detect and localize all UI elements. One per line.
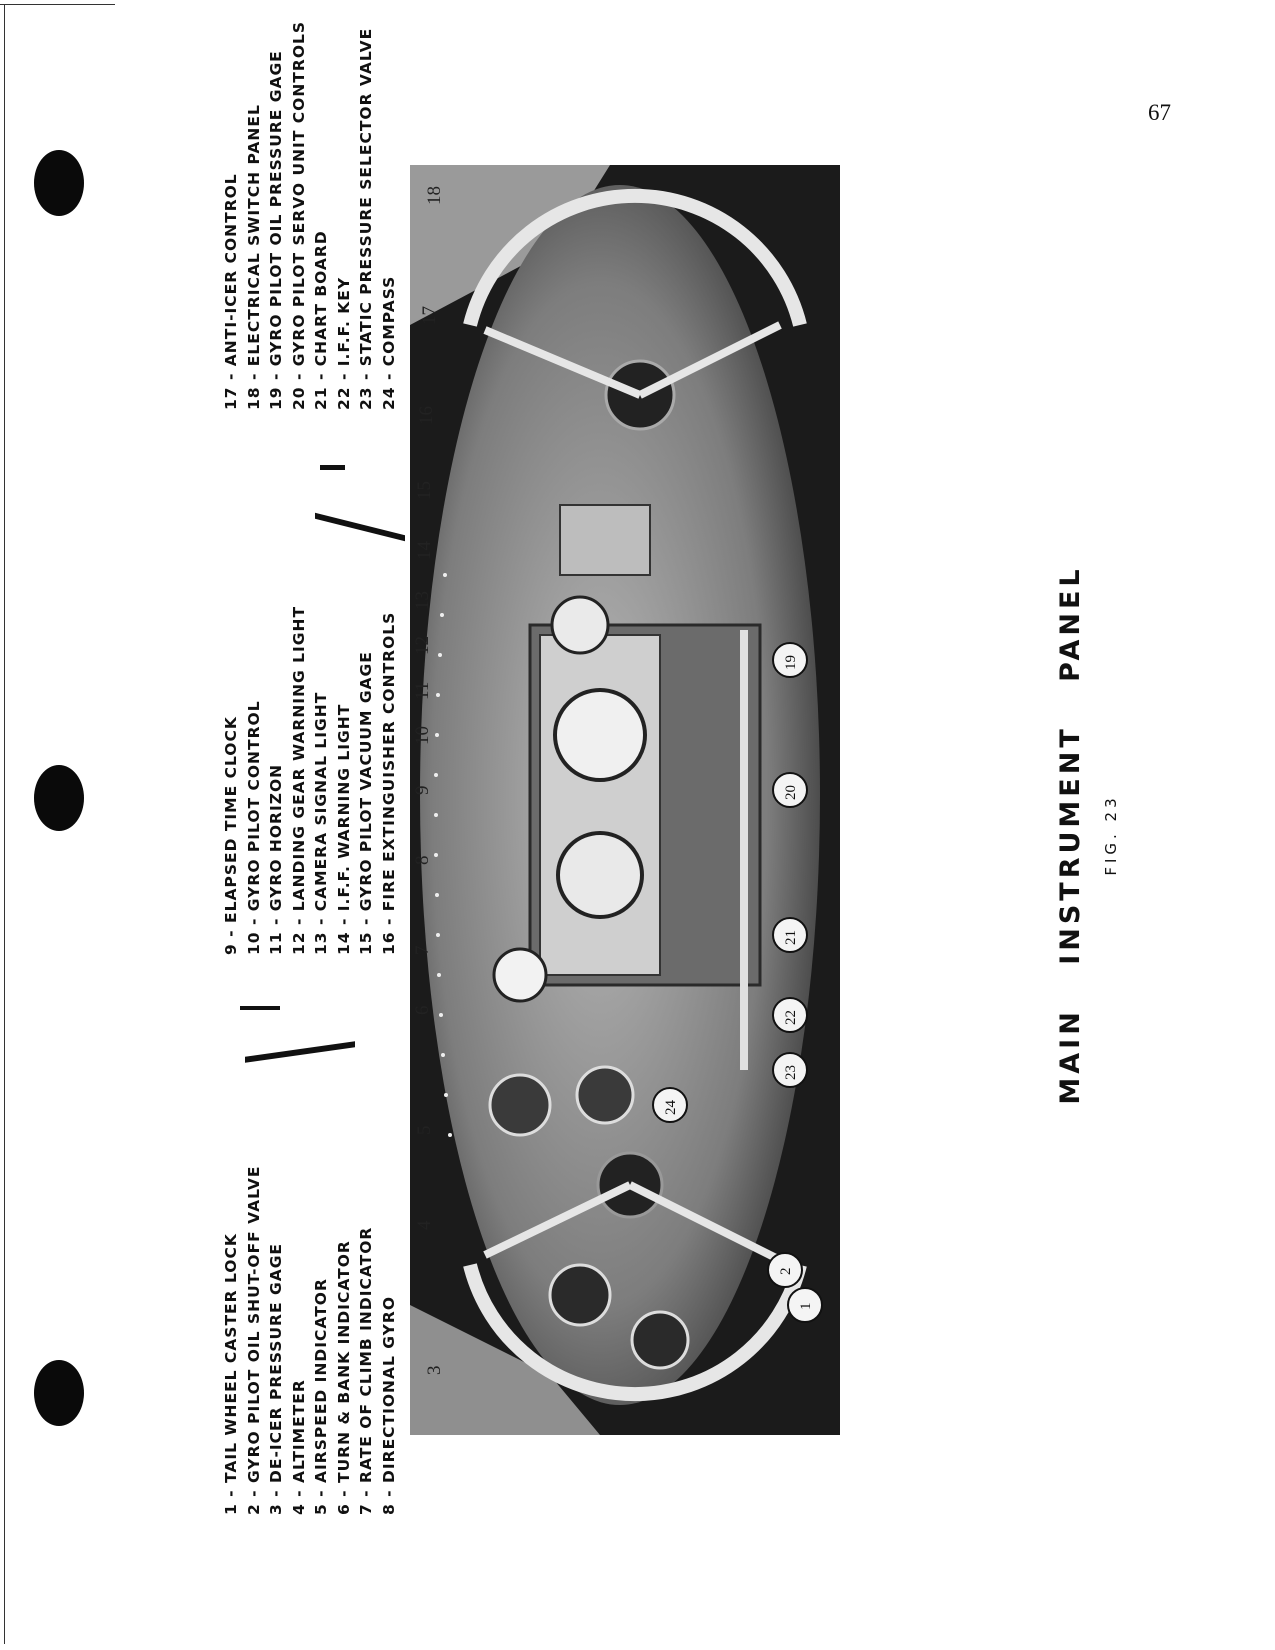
callouts-circled: 1 2 24 23 22 21 20 19 bbox=[652, 642, 823, 1323]
callout-circled: 22 bbox=[783, 1010, 799, 1025]
legend-item: 13 - CAMERA SIGNAL LIGHT bbox=[312, 691, 330, 955]
legend-bracket bbox=[320, 465, 345, 470]
callout-number: 4 bbox=[414, 1220, 435, 1230]
instrument-panel-illustration: 3 4 5 6 7 8 9 10 11 12 13 14 15 16 17 18 bbox=[410, 165, 840, 1435]
page-edge-left bbox=[4, 4, 5, 1644]
binder-hole-bottom bbox=[34, 1360, 84, 1426]
legend-item: 10 - GYRO PILOT CONTROL bbox=[244, 700, 263, 955]
callout-number: 17 bbox=[419, 306, 440, 325]
binder-hole-top bbox=[34, 150, 84, 216]
binder-hole-middle bbox=[34, 765, 84, 831]
callout-number: 5 bbox=[414, 1126, 435, 1136]
legend-right: 17 - ANTI-ICER CONTROL 18 - ELECTRICAL S… bbox=[220, 21, 400, 410]
legend-item: 15 - GYRO PILOT VACUUM GAGE bbox=[357, 651, 375, 955]
callout-number: 18 bbox=[424, 186, 445, 205]
page-number: 67 bbox=[1148, 100, 1171, 125]
legend-bracket bbox=[245, 1041, 355, 1063]
legend-item: 9 - ELAPSED TIME CLOCK bbox=[222, 716, 240, 955]
legend-item: 7 - RATE OF CLIMB INDICATOR bbox=[357, 1226, 375, 1515]
callout-number: 12 bbox=[412, 636, 433, 655]
callout-number: 8 bbox=[412, 856, 433, 866]
legend-item: 2 - GYRO PILOT OIL SHUT-OFF VALVE bbox=[244, 1165, 263, 1515]
callout-circled: 20 bbox=[783, 785, 799, 800]
legend-middle: 9 - ELAPSED TIME CLOCK 10 - GYRO PILOT C… bbox=[220, 606, 400, 955]
callout-number: 11 bbox=[412, 682, 433, 700]
legend-item: 6 - TURN & BANK INDICATOR bbox=[334, 1240, 353, 1515]
instrument-panel-photo: 3 4 5 6 7 8 9 10 11 12 13 14 15 16 17 18 bbox=[410, 165, 840, 1435]
legend-item: 19 - GYRO PILOT OIL PRESSURE GAGE bbox=[267, 50, 285, 410]
legend-item: 24 - COMPASS bbox=[379, 275, 398, 410]
callout-circled: 1 bbox=[798, 1303, 814, 1311]
callout-circled: 21 bbox=[783, 930, 799, 945]
legend-item: 5 - AIRSPEED INDICATOR bbox=[312, 1278, 330, 1515]
figure-title: MAIN INSTRUMENT PANEL bbox=[1055, 565, 1086, 1105]
callout-number: 14 bbox=[414, 541, 435, 561]
callout-number: 16 bbox=[416, 406, 437, 425]
callout-circled: 2 bbox=[778, 1268, 794, 1276]
legend-item: 3 - DE-ICER PRESSURE GAGE bbox=[267, 1242, 285, 1515]
figure-number: FIG. 23 bbox=[1102, 794, 1120, 876]
legend-item: 12 - LANDING GEAR WARNING LIGHT bbox=[289, 605, 308, 955]
callout-number: 7 bbox=[412, 946, 433, 956]
legend-item: 22 - I.F.F. KEY bbox=[334, 276, 353, 410]
legend-item: 14 - I.F.F. WARNING LIGHT bbox=[334, 703, 353, 955]
legend-bracket bbox=[315, 512, 405, 542]
callout-number: 15 bbox=[414, 481, 435, 500]
legend-item: 1 - TAIL WHEEL CASTER LOCK bbox=[222, 1233, 240, 1515]
callout-number: 3 bbox=[424, 1366, 445, 1376]
callout-circled: 19 bbox=[783, 655, 799, 670]
rotated-figure-block: 1 - TAIL WHEEL CASTER LOCK 2 - GYRO PILO… bbox=[220, 21, 1120, 1515]
legend-item: 20 - GYRO PILOT SERVO UNIT CONTROLS bbox=[289, 20, 308, 410]
callout-number: 9 bbox=[412, 786, 433, 796]
legend-item: 18 - ELECTRICAL SWITCH PANEL bbox=[244, 104, 263, 410]
callout-circled: 24 bbox=[663, 1100, 679, 1116]
callout-number: 10 bbox=[412, 726, 433, 745]
legend-item: 17 - ANTI-ICER CONTROL bbox=[222, 173, 240, 410]
callout-number: 6 bbox=[412, 1006, 433, 1016]
callout-number: 13 bbox=[412, 591, 433, 610]
legend-item: 21 - CHART BOARD bbox=[312, 230, 330, 410]
page-edge-top bbox=[0, 4, 115, 5]
legend-left: 1 - TAIL WHEEL CASTER LOCK 2 - GYRO PILO… bbox=[220, 1166, 400, 1515]
callouts-plain: 3 4 5 6 7 8 9 10 11 12 13 14 15 16 17 18 bbox=[412, 186, 445, 1375]
legend-item: 23 - STATIC PRESSURE SELECTOR VALVE bbox=[357, 27, 375, 410]
callout-circled: 23 bbox=[783, 1065, 799, 1080]
legend-bracket bbox=[240, 1006, 280, 1010]
legend-item: 11 - GYRO HORIZON bbox=[267, 763, 285, 955]
legend-item: 4 - ALTIMETER bbox=[289, 1379, 308, 1515]
legend-item: 16 - FIRE EXTINGUISHER CONTROLS bbox=[379, 611, 398, 955]
legend-item: 8 - DIRECTIONAL GYRO bbox=[379, 1295, 398, 1515]
